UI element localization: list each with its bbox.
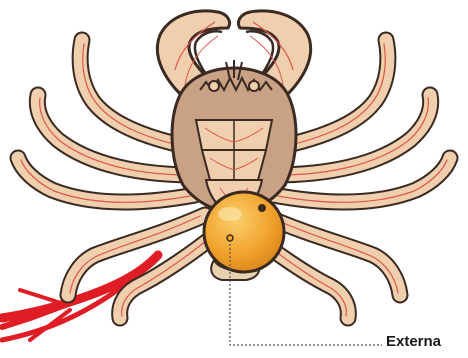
crab-carapace bbox=[172, 60, 296, 214]
externa-sac bbox=[204, 192, 284, 280]
externa-label: Externa bbox=[386, 333, 441, 350]
